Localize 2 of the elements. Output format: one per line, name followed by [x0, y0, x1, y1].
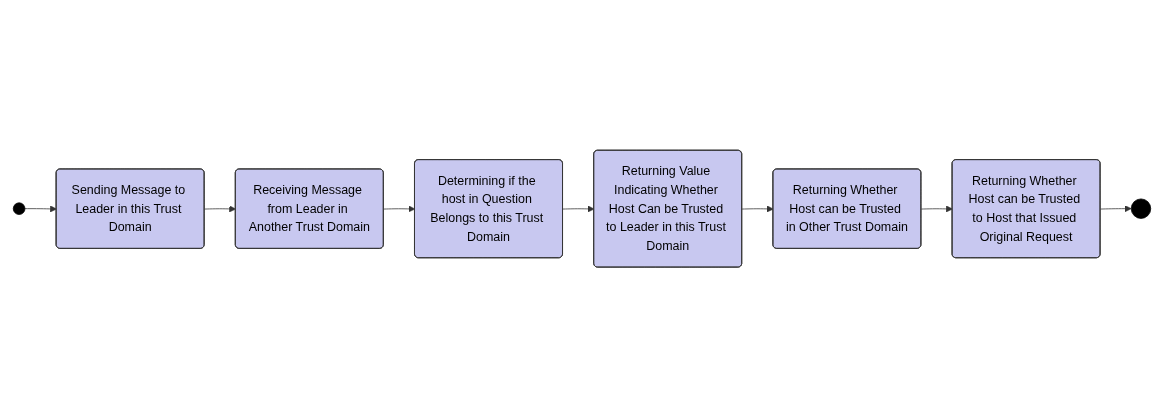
node-circle: [1130, 198, 1152, 219]
node-circle: [12, 202, 26, 215]
